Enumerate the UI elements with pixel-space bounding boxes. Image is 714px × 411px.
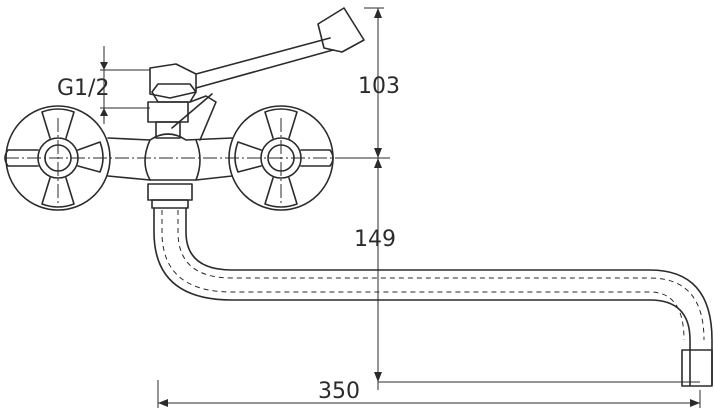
thread-callout <box>100 46 150 124</box>
horizontal-dimension <box>157 380 701 408</box>
lever-handle <box>149 7 365 99</box>
thread-size-label: G1/2 <box>57 76 109 101</box>
vertical-dimension <box>338 7 700 390</box>
left-valve-handle <box>4 105 111 211</box>
right-valve-handle <box>228 105 334 211</box>
spout <box>153 207 713 387</box>
spout-drop-dimension: 149 <box>354 227 396 252</box>
lever-height-dimension: 103 <box>358 74 400 99</box>
spout-reach-dimension: 350 <box>318 379 360 404</box>
faucet-body <box>107 83 233 209</box>
